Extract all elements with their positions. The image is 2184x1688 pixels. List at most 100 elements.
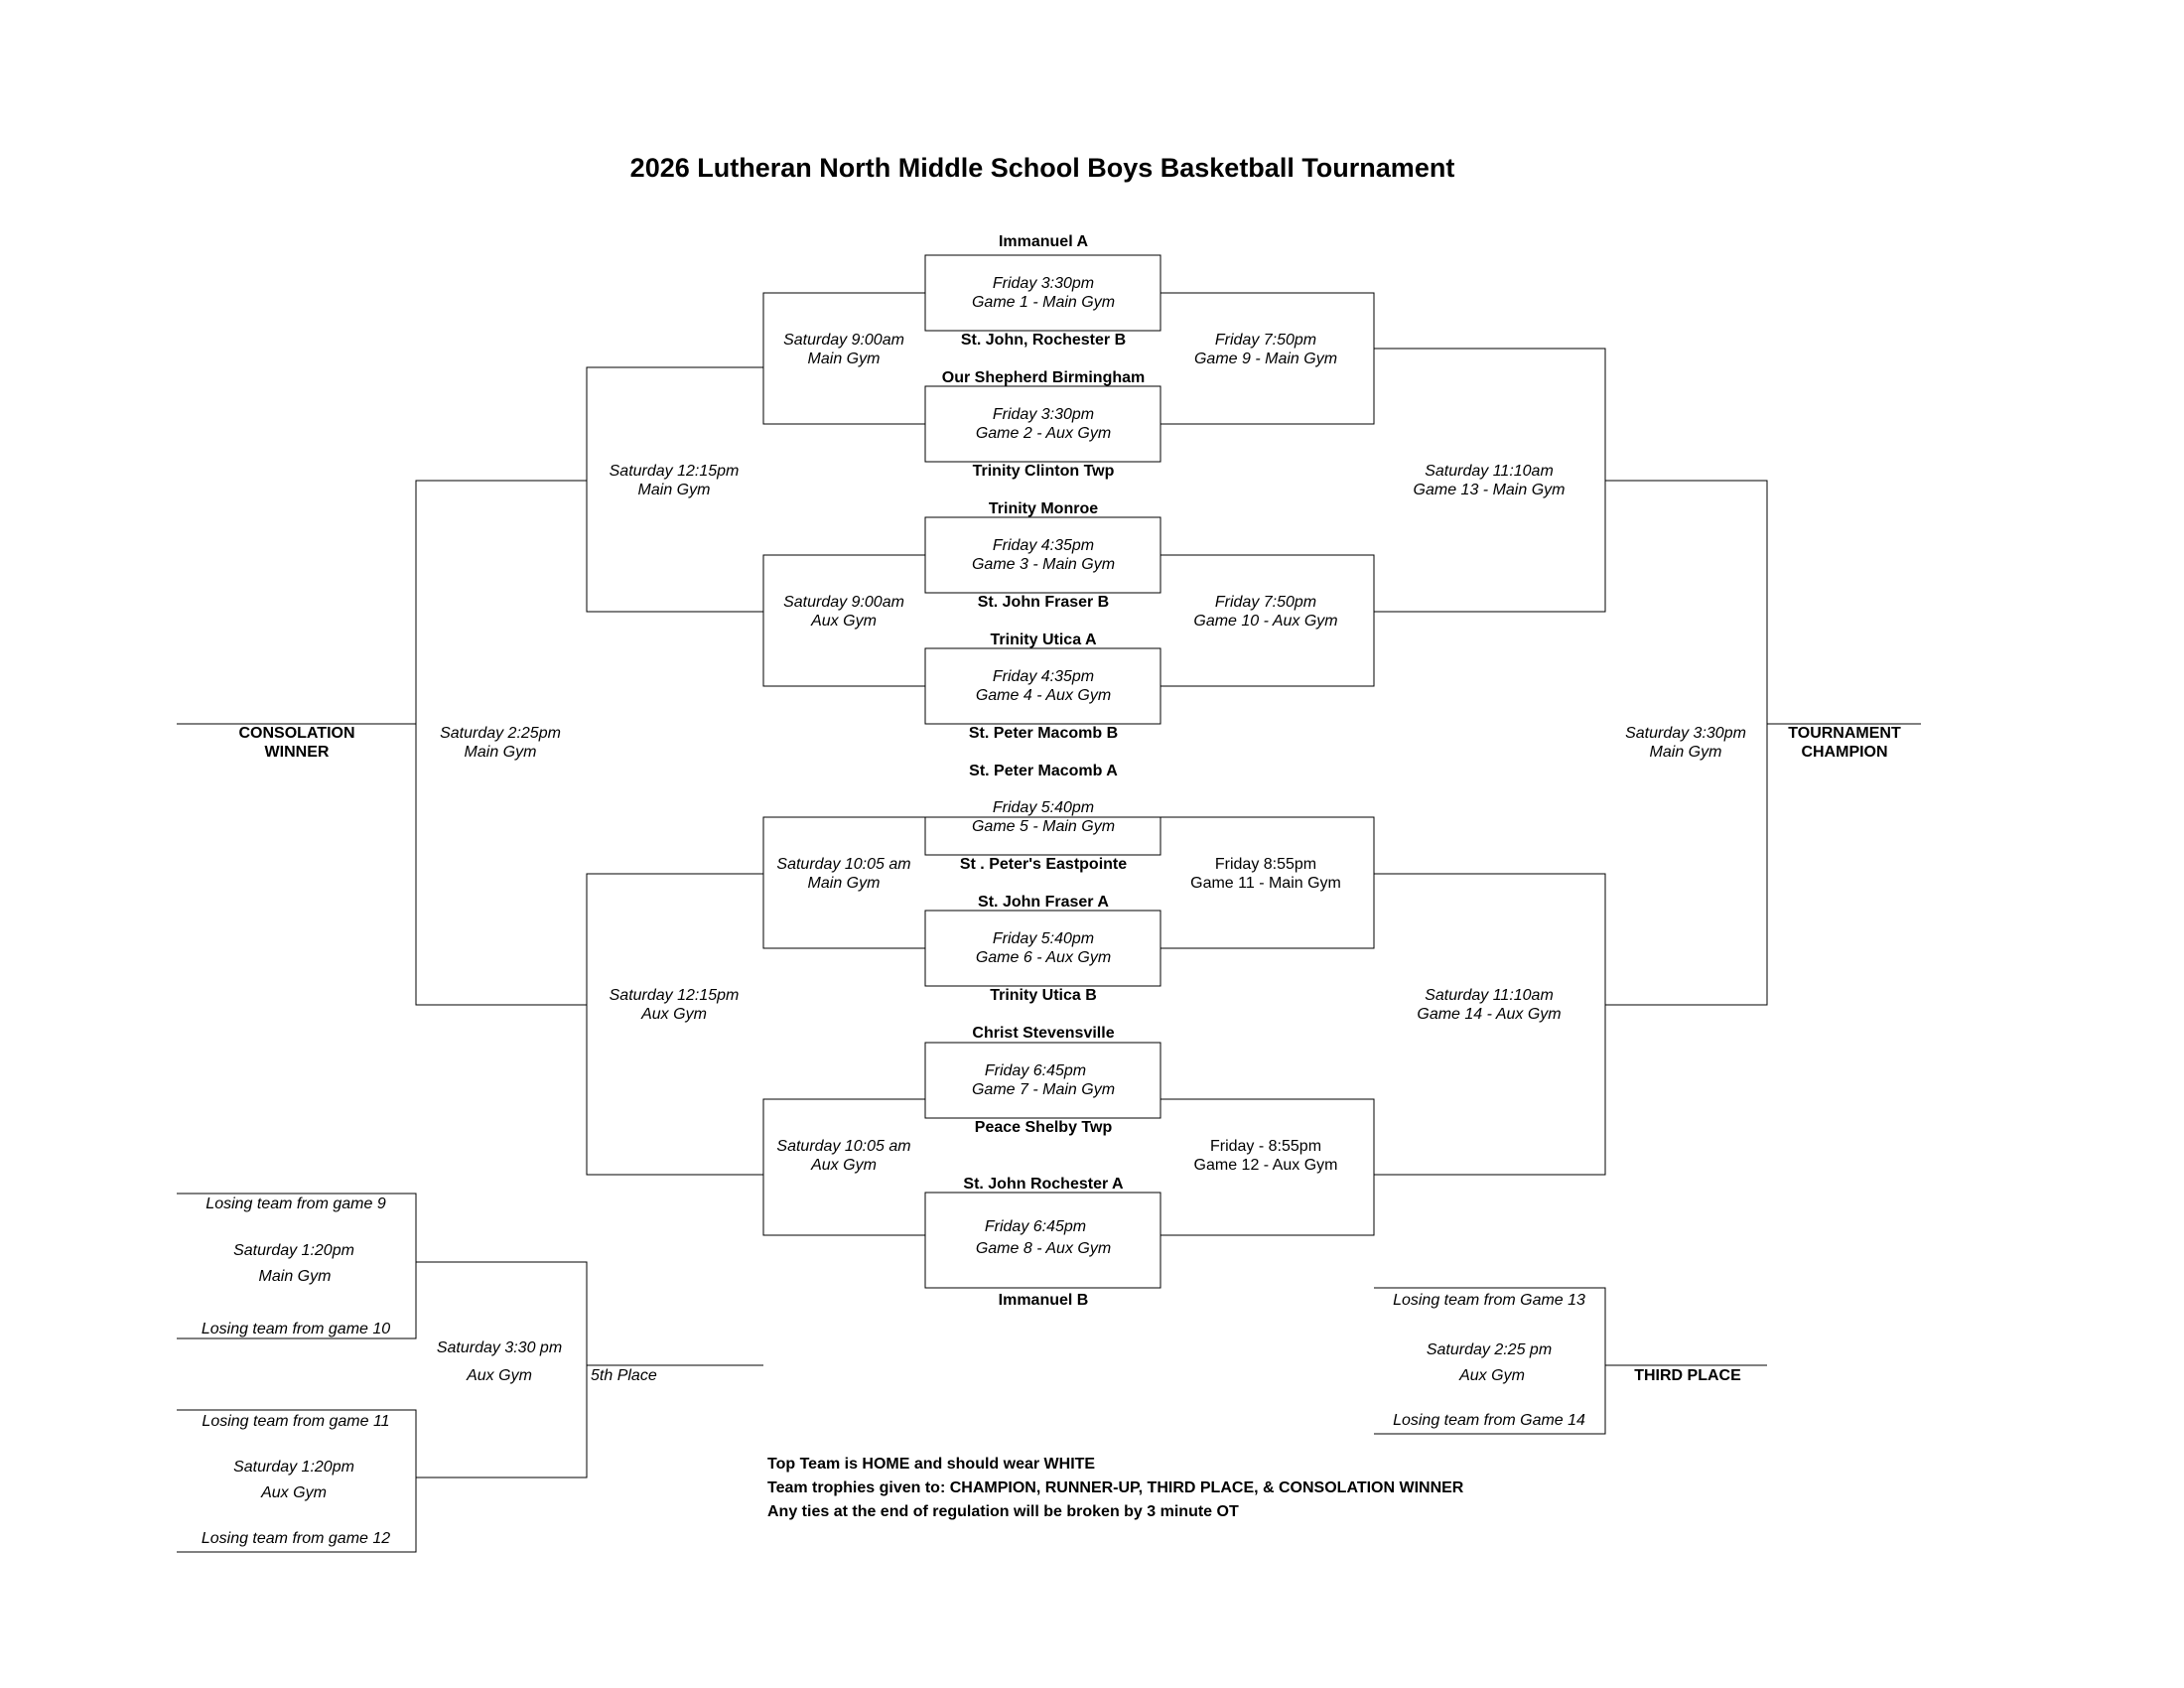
bracket-line	[1605, 480, 1768, 1006]
game-number: Game 1 - Main Gym	[971, 294, 1116, 311]
team-label: Immanuel A	[998, 233, 1089, 250]
loser-slot: Losing team from Game 13	[1393, 1292, 1585, 1309]
game-number: Game 11 - Main Gym	[1190, 875, 1341, 892]
bracket-line	[415, 480, 587, 1006]
bracket-line	[762, 554, 925, 687]
fifth-place-label: 5th Place	[591, 1367, 657, 1384]
game-time: Saturday 2:25 pm	[1426, 1341, 1553, 1358]
game-gym: Aux Gym	[811, 1157, 877, 1174]
game-time: Saturday 9:00am	[783, 594, 904, 611]
game-number: Game 7 - Main Gym	[971, 1081, 1116, 1098]
game-time: Saturday 9:00am	[783, 332, 904, 349]
team-label: Trinity Clinton Twp	[972, 463, 1115, 480]
loser-slot: Losing team from game 9	[205, 1196, 386, 1212]
bracket-line	[924, 1042, 1161, 1119]
champion-label: TOURNAMENT	[1788, 725, 1901, 742]
game-number: Game 10 - Aux Gym	[1193, 613, 1338, 630]
game-gym: Main Gym	[637, 482, 711, 498]
consolation-winner-label: CONSOLATION	[238, 725, 355, 742]
game-number: Game 4 - Aux Gym	[975, 687, 1112, 704]
game-gym: Aux Gym	[811, 613, 877, 630]
game-time: Friday 7:50pm	[1214, 332, 1317, 349]
bracket-line	[177, 1409, 417, 1553]
game-time: Saturday 10:05 am	[776, 856, 911, 873]
game-gym: Aux Gym	[1459, 1367, 1525, 1384]
loser-slot: Losing team from game 12	[201, 1530, 391, 1547]
game-time: Friday 5:40pm	[992, 930, 1095, 947]
game-time: Saturday 3:30pm	[1625, 725, 1746, 742]
bracket-line	[924, 254, 1161, 332]
game-gym: Aux Gym	[641, 1006, 707, 1023]
team-label: St . Peter's Eastpointe	[959, 856, 1128, 873]
loser-slot: Losing team from Game 14	[1393, 1412, 1585, 1429]
game-number: Game 8 - Aux Gym	[975, 1240, 1112, 1257]
bracket-line	[416, 1261, 588, 1478]
note-overtime: Any ties at the end of regulation will b…	[767, 1503, 1239, 1520]
game-time: Friday 8:55pm	[1214, 856, 1317, 873]
game-number: Game 9 - Main Gym	[1193, 351, 1338, 367]
game-gym: Aux Gym	[261, 1484, 327, 1501]
team-label: Trinity Utica A	[990, 632, 1097, 648]
game-time: Friday - 8:55pm	[1209, 1138, 1322, 1155]
game-time: Saturday 1:20pm	[233, 1242, 354, 1259]
bracket-line	[1160, 1098, 1375, 1236]
game-number: Game 6 - Aux Gym	[975, 949, 1112, 966]
note-home-team: Top Team is HOME and should wear WHITE	[767, 1456, 1096, 1473]
game-time: Saturday 1:20pm	[233, 1459, 354, 1476]
team-label: Immanuel B	[998, 1292, 1089, 1309]
game-time: Saturday 12:15pm	[609, 987, 740, 1004]
page-title: 2026 Lutheran North Middle School Boys B…	[629, 153, 1455, 183]
note-trophies: Team trophies given to: CHAMPION, RUNNER…	[767, 1479, 1464, 1496]
bracket-line	[924, 816, 1161, 856]
game-time: Friday 4:35pm	[992, 668, 1095, 685]
team-label: St. John Fraser B	[977, 594, 1110, 611]
game-time: Saturday 12:15pm	[609, 463, 740, 480]
game-number: Game 5 - Main Gym	[971, 818, 1116, 835]
bracket-line	[177, 1193, 417, 1339]
bracket-line	[924, 516, 1161, 594]
game-time: Saturday 2:25pm	[440, 725, 561, 742]
game-time: Saturday 3:30 pm	[436, 1339, 563, 1356]
bracket-line	[924, 647, 1161, 725]
loser-slot: Losing team from game 11	[202, 1413, 390, 1430]
team-label: St. John, Rochester B	[960, 332, 1127, 349]
game-number: Game 12 - Aux Gym	[1193, 1157, 1338, 1174]
bracket-line	[924, 385, 1161, 463]
team-label: Peace Shelby Twp	[974, 1119, 1113, 1136]
bracket-line	[762, 816, 925, 949]
bracket-line	[1160, 554, 1375, 687]
game-time: Friday 3:30pm	[992, 275, 1095, 292]
team-label: St. John Rochester A	[963, 1176, 1124, 1193]
consolation-winner-label: WINNER	[264, 744, 330, 761]
team-label: Trinity Utica B	[990, 987, 1097, 1004]
loser-slot: Losing team from game 10	[201, 1321, 391, 1337]
game-number: Game 3 - Main Gym	[971, 556, 1116, 573]
game-gym: Aux Gym	[467, 1367, 532, 1384]
game-time: Friday 3:30pm	[992, 406, 1095, 423]
game-number: Game 13 - Main Gym	[1413, 482, 1566, 498]
game-gym: Main Gym	[807, 875, 881, 892]
bracket-line	[762, 292, 925, 425]
game-time: Friday 6:45pm	[984, 1218, 1087, 1235]
team-label: Trinity Monroe	[988, 500, 1099, 517]
game-time: Friday 4:35pm	[992, 537, 1095, 554]
bracket-line	[1160, 292, 1375, 425]
team-label: St. Peter Macomb A	[969, 763, 1118, 779]
team-label: St. Peter Macomb B	[968, 725, 1119, 742]
bracket-line	[1160, 816, 1375, 949]
game-number: Game 2 - Aux Gym	[975, 425, 1112, 442]
game-time: Friday 6:45pm	[984, 1062, 1087, 1079]
team-label: Christ Stevensville	[972, 1025, 1115, 1042]
bracket-line	[586, 366, 763, 613]
bracket-line	[924, 910, 1161, 987]
game-gym: Main Gym	[1649, 744, 1722, 761]
game-gym: Main Gym	[258, 1268, 332, 1285]
team-label: St. John Fraser A	[978, 894, 1109, 911]
game-time: Saturday 10:05 am	[776, 1138, 911, 1155]
game-number: Game 14 - Aux Gym	[1417, 1006, 1562, 1023]
bracket-line	[924, 1192, 1161, 1289]
game-gym: Main Gym	[464, 744, 537, 761]
game-time: Saturday 11:10am	[1425, 463, 1554, 480]
